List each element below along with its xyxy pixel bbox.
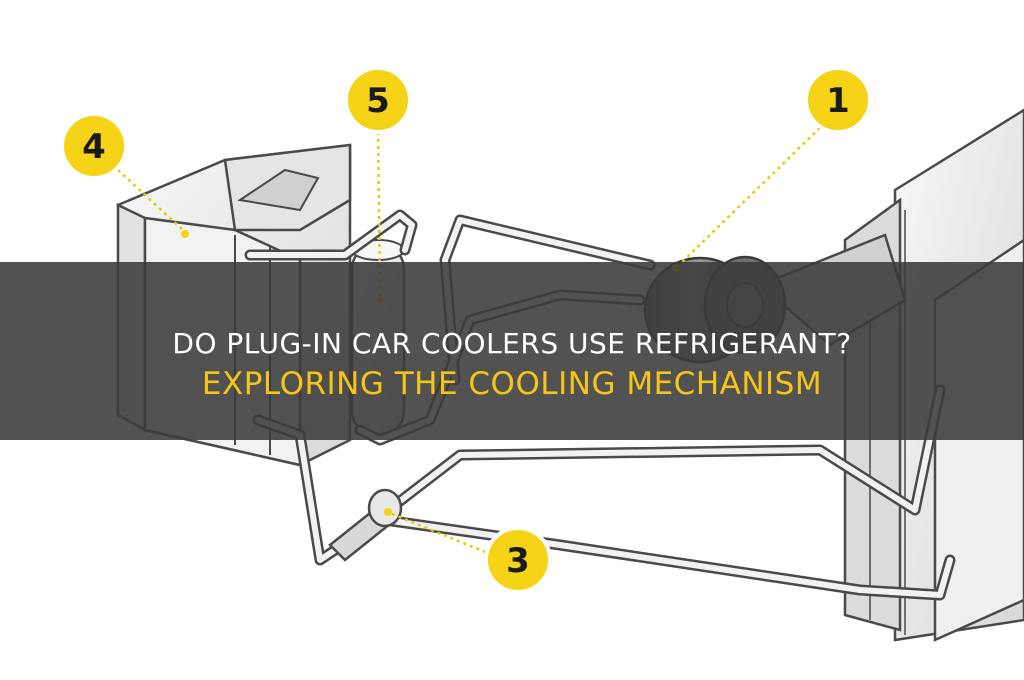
callout-1-label: 1 [826, 81, 850, 121]
callout-3-label: 3 [506, 541, 530, 581]
callout-3-badge: 3 [484, 526, 552, 594]
callout-4-label: 4 [82, 127, 106, 167]
page-subtitle: EXPLORING THE COOLING MECHANISM [201, 366, 823, 402]
page-title: DO PLUG-IN CAR COOLERS USE REFRIGERANT? [172, 327, 852, 360]
callout-5-label: 5 [366, 81, 390, 121]
title-banner [0, 262, 1024, 440]
callout-1-badge: 1 [804, 66, 872, 134]
expansion-valve-part [328, 488, 403, 562]
leader-line-1 [677, 117, 831, 267]
callout-5-badge: 5 [344, 66, 412, 134]
callout-4-badge: 4 [60, 112, 128, 180]
leader-line-4 [117, 169, 186, 233]
